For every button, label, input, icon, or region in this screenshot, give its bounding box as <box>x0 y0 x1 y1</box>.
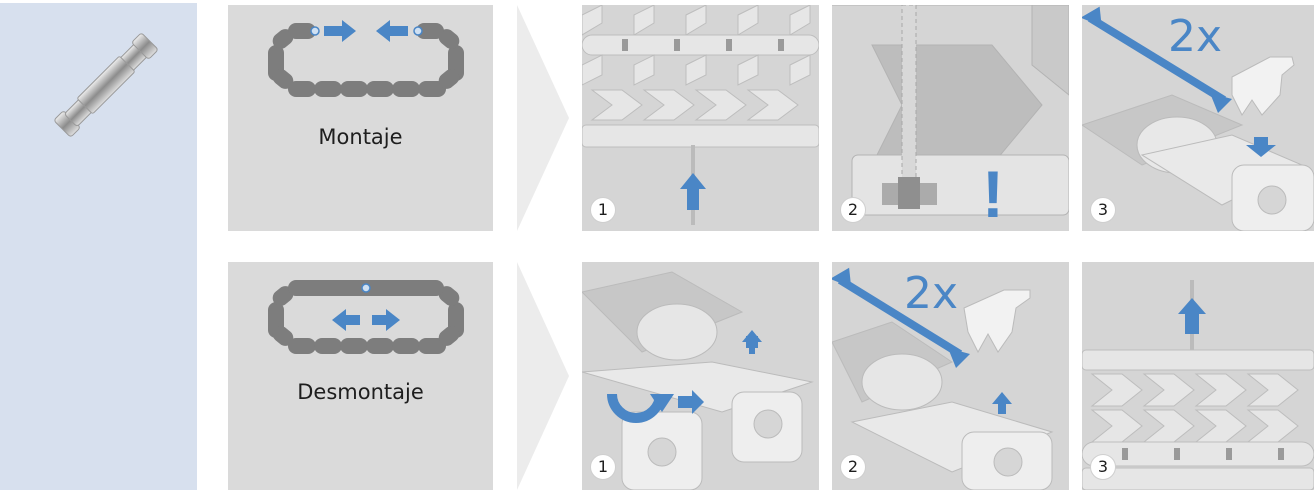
step-number-badge: 2 <box>840 197 866 223</box>
pin-rotate-illustration <box>582 271 814 490</box>
chevron-right-icon <box>517 262 569 490</box>
disassembly-header: Desmontaje <box>228 262 493 490</box>
chevron-right-icon <box>517 5 569 231</box>
assembly-header: Montaje <box>228 5 493 231</box>
pin-extract-illustration <box>1082 280 1314 490</box>
step-number-badge: 2 <box>840 454 866 480</box>
step-number-badge: 1 <box>590 197 616 223</box>
chain-profile-illustration: ! <box>832 5 1069 231</box>
sidebar <box>0 3 197 490</box>
chain-links-illustration <box>582 5 819 225</box>
step-number-badge: 1 <box>590 454 616 480</box>
multiplier-label: 2x <box>904 268 958 319</box>
warning-mark: ! <box>982 157 1004 231</box>
clip-insert-illustration: 2x <box>1082 6 1314 231</box>
disassembly-step-1: 1 <box>582 262 819 490</box>
chain-pin-icon <box>54 33 158 137</box>
multiplier-label: 2x <box>1168 11 1222 62</box>
chain-loop-icon <box>268 280 464 354</box>
disassembly-label: Desmontaje <box>297 380 424 404</box>
assembly-step-1: 1 <box>582 5 819 231</box>
clip-remove-illustration: 2x <box>832 267 1054 490</box>
assembly-step-2: ! 2 <box>832 5 1069 231</box>
assembly-step-3: 2x 3 <box>1082 5 1314 231</box>
disassembly-step-2: 2x 2 <box>832 262 1069 490</box>
disassembly-step-3: 3 <box>1082 262 1314 490</box>
chain-loop-icon <box>268 20 464 97</box>
assembly-label: Montaje <box>318 125 403 149</box>
step-number-badge: 3 <box>1090 197 1116 223</box>
step-number-badge: 3 <box>1090 454 1116 480</box>
